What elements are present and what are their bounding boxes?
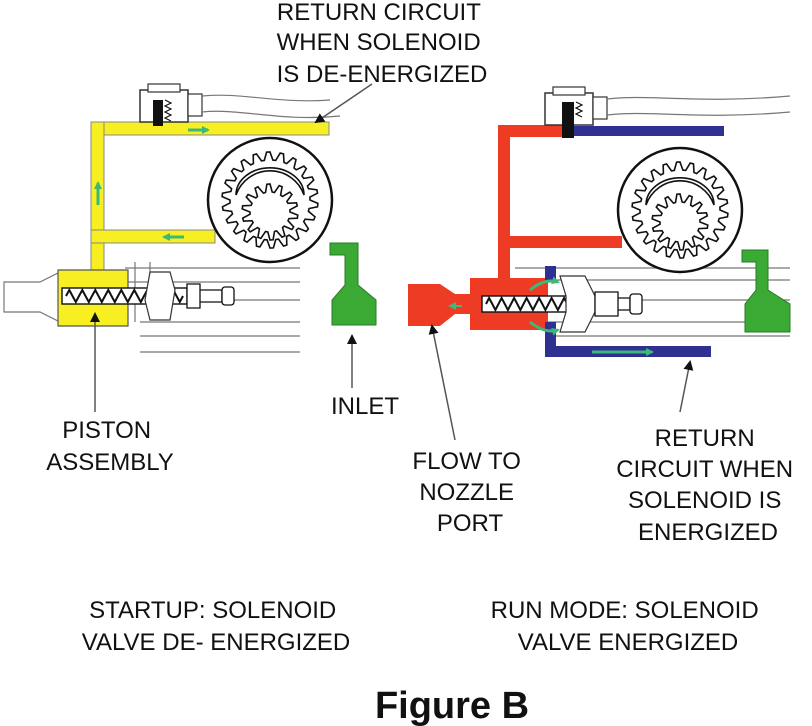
right-piston-assembly <box>481 275 643 333</box>
label-inlet: INLET <box>331 393 399 420</box>
label-piston-assembly: PISTON ASSEMBLY <box>46 417 174 476</box>
label-return-deenergized: RETURN CIRCUIT WHEN SOLENOID IS DE-ENERG… <box>277 0 488 88</box>
run-mode-diagram <box>408 86 791 357</box>
left-piston-assembly <box>61 271 235 321</box>
leader-return-energized <box>679 360 694 413</box>
left-pump-gear <box>206 136 334 264</box>
figure-title: Figure B <box>375 685 529 726</box>
leader-return-deenergized <box>314 83 373 124</box>
right-pump-gear <box>616 146 744 274</box>
red-nozzle-outlet <box>408 284 470 326</box>
left-inlet-port <box>329 242 377 326</box>
left-solenoid-valve <box>139 83 341 126</box>
label-return-energized: RETURN CIRCUIT WHEN SOLENOID IS ENERGIZE… <box>616 425 800 546</box>
red-middle-channel <box>498 236 622 248</box>
right-solenoid-valve <box>544 86 791 138</box>
blue-upper-stub <box>545 266 556 280</box>
red-vertical-channel <box>498 125 510 285</box>
flow-arrow-lower-curve <box>529 320 560 336</box>
yellow-middle-channel <box>90 229 216 244</box>
label-flow-to-nozzle: FLOW TO NOZZLE PORT <box>412 448 527 537</box>
right-housing-lines <box>499 265 790 337</box>
caption-run-mode: RUN MODE: SOLENOID VALVE ENERGIZED <box>491 597 766 656</box>
red-top-channel <box>498 125 568 137</box>
right-inlet-port <box>741 249 791 333</box>
yellow-top-channel <box>90 121 330 136</box>
caption-startup: STARTUP: SOLENOID VALVE DE- ENERGIZED <box>82 597 351 656</box>
leader-flow-to-nozzle <box>428 324 456 441</box>
flow-arrow-upper-curve <box>529 276 560 292</box>
startup-diagram <box>3 83 377 353</box>
blue-vertical-channel <box>545 322 556 357</box>
left-nozzle-outline <box>3 271 61 323</box>
blue-top-channel <box>568 126 724 136</box>
